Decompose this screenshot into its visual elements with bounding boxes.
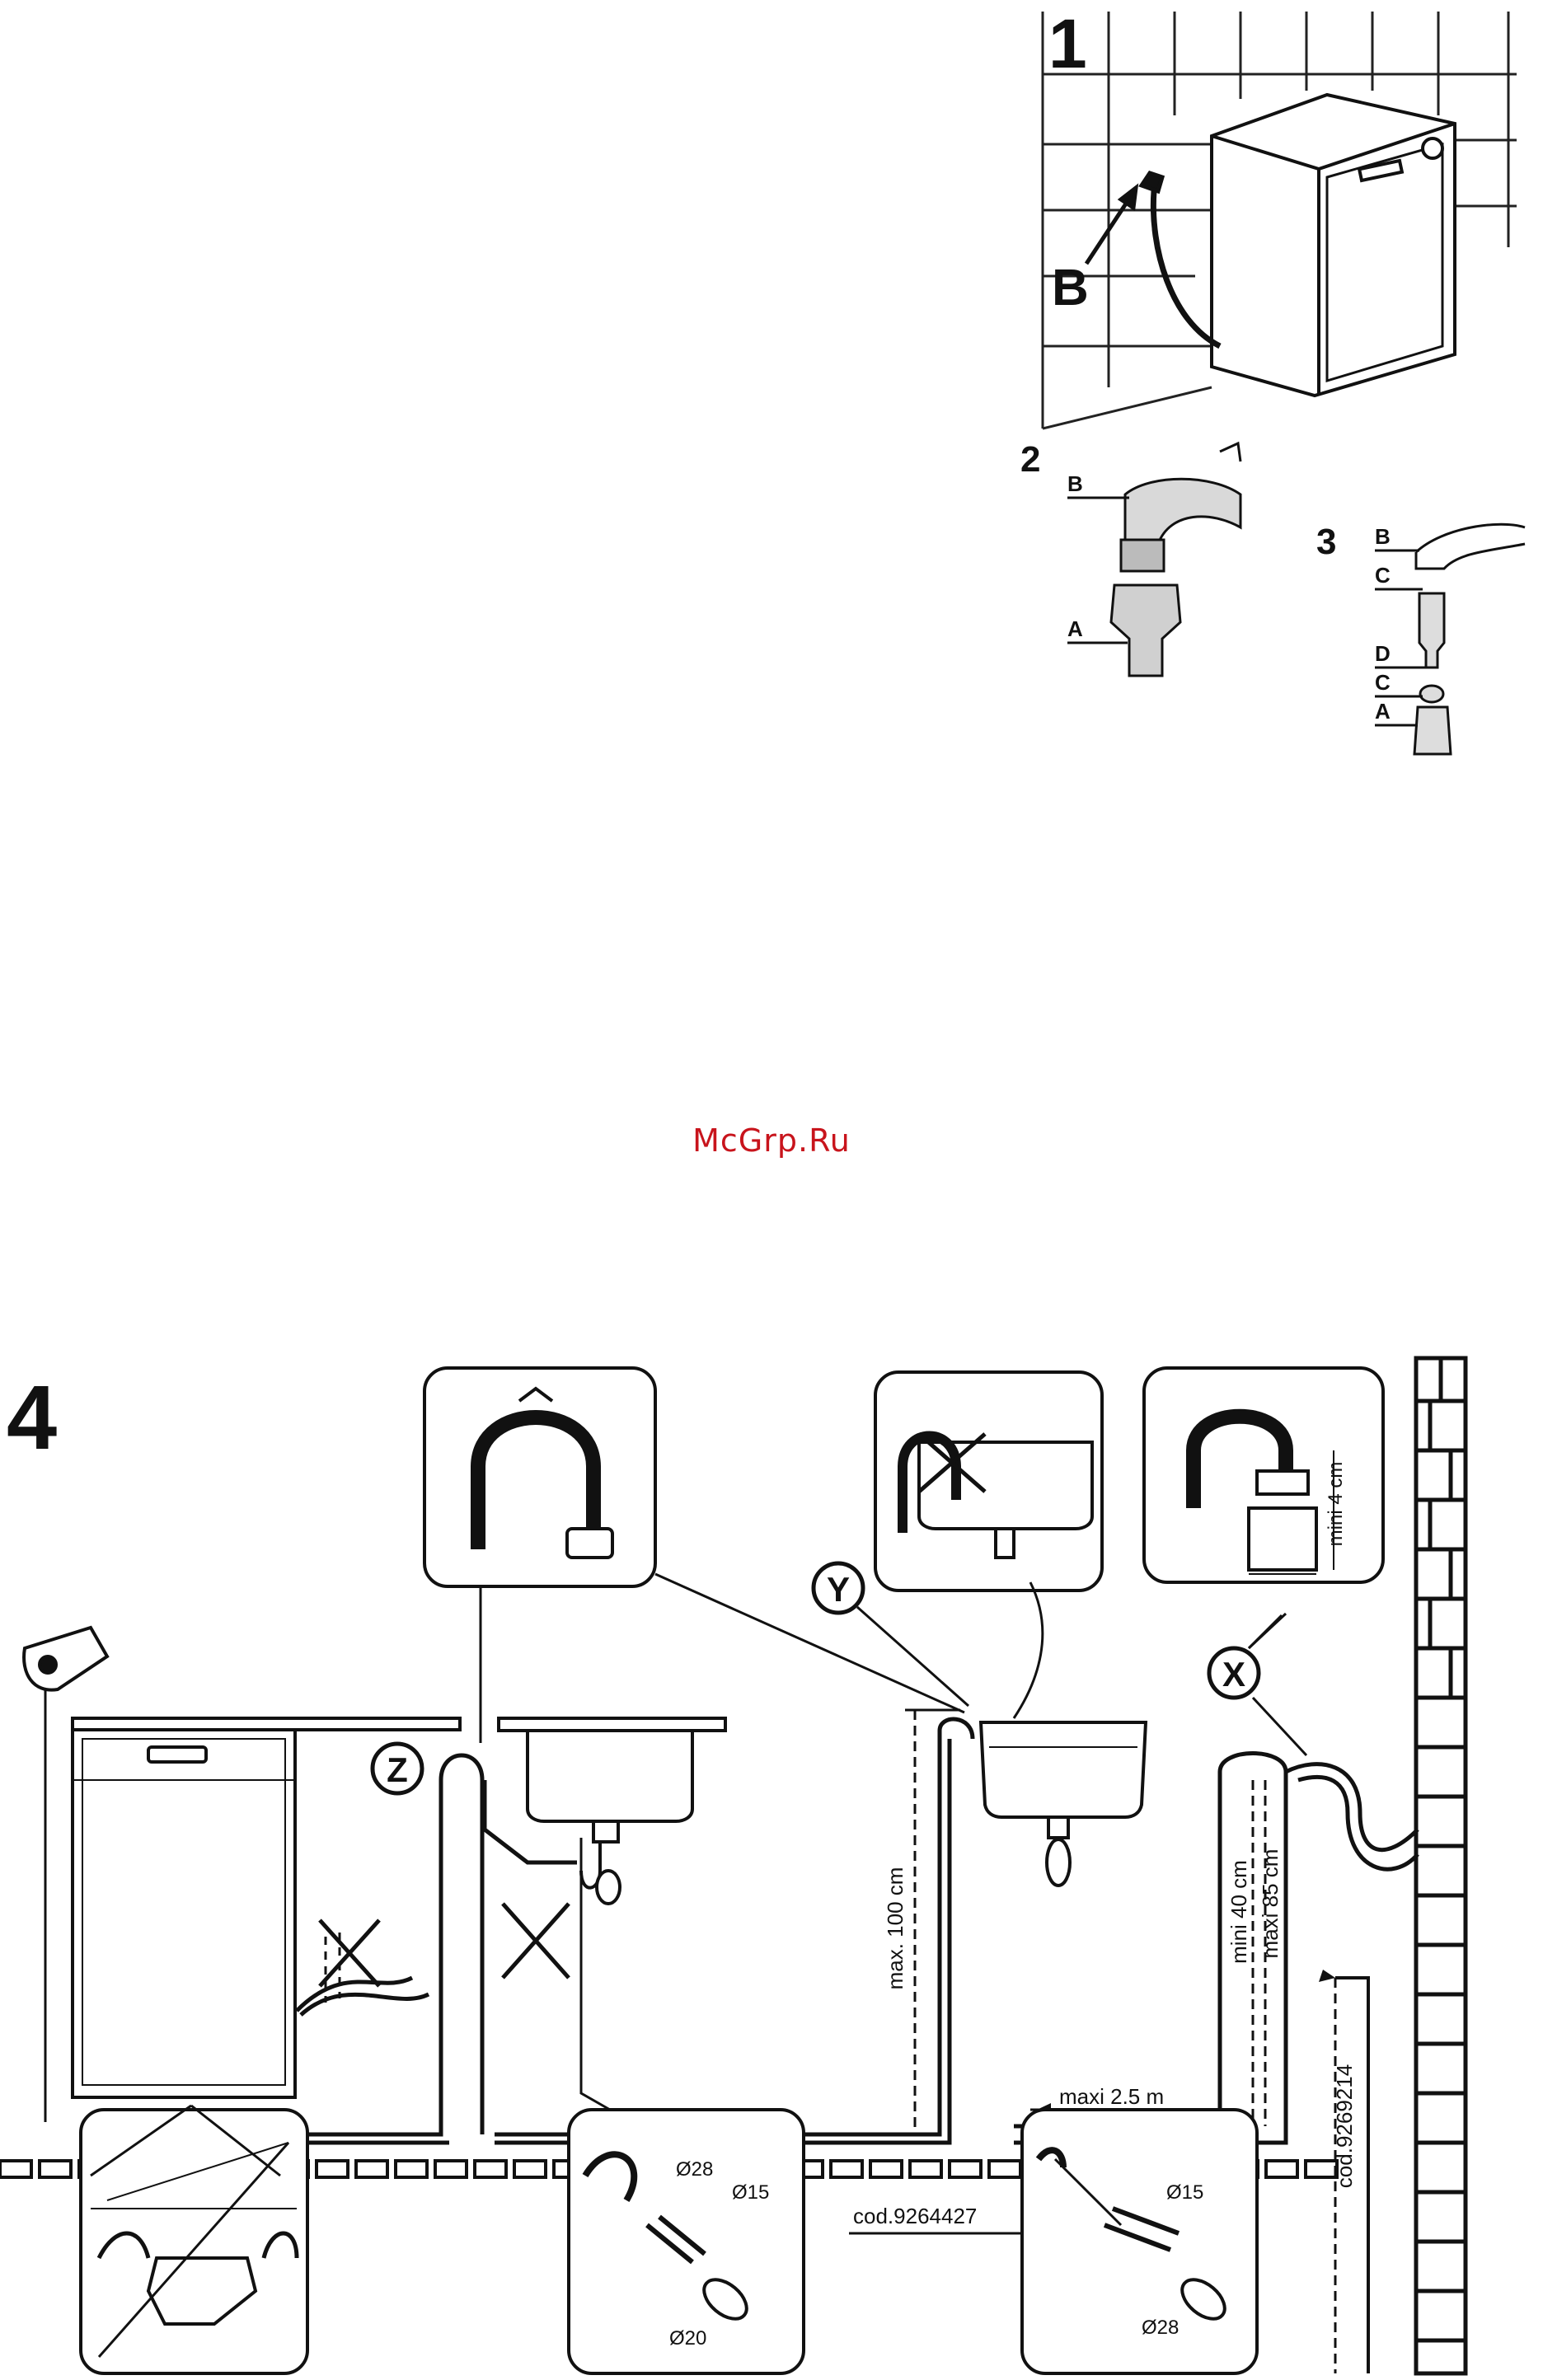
dim-max-100cm: max. 100 cm	[883, 1867, 908, 1990]
figure-2-label-a: A	[1067, 616, 1083, 641]
dim-mini-4cm: mini 4 cm	[1325, 1462, 1347, 1547]
marker-y: Y	[814, 1563, 863, 1613]
figure-3-label-b: B	[1375, 524, 1391, 549]
floor-tile	[831, 2161, 862, 2177]
figure-3-label-c-top: C	[1375, 563, 1391, 588]
floor-tile	[317, 2161, 348, 2177]
diameter-15-right: Ø15	[1166, 2181, 1203, 2204]
floor-tile	[950, 2161, 981, 2177]
floor-tile	[396, 2161, 427, 2177]
dim-maxi-2-5m: maxi 2.5 m	[1059, 2084, 1164, 2109]
floor-tile	[910, 2161, 941, 2177]
detail-inset-wrong-sink	[875, 1372, 1102, 1591]
floor-tile	[870, 2161, 902, 2177]
hose-end	[1414, 707, 1451, 754]
hand-and-tap	[1416, 524, 1525, 569]
hose-nut	[1111, 585, 1180, 676]
floor-tile	[40, 2161, 71, 2177]
marker-y-label: Y	[827, 1570, 850, 1609]
diameter-15-left: Ø15	[732, 2181, 769, 2204]
tap-thread	[1121, 540, 1164, 571]
brick-wall	[1416, 1358, 1466, 2373]
water-tap-and-hose	[1086, 173, 1220, 346]
floor-tile	[475, 2161, 506, 2177]
figure-3-label-d: D	[1375, 641, 1391, 666]
diameter-28-right: Ø28	[1142, 2317, 1179, 2339]
dishwasher	[73, 1722, 295, 2097]
detail-inset-feet-adjustment	[81, 2110, 307, 2373]
floor-tile	[989, 2161, 1020, 2177]
watermark: McGrp.Ru	[0, 1122, 1543, 1159]
countertop	[73, 1718, 725, 1731]
figure-3-label-a: A	[1375, 699, 1391, 724]
code-9264427: cod.9264427	[853, 2204, 977, 2228]
figure-3-number: 3	[1316, 522, 1336, 562]
figure-3-label-c-bottom: C	[1375, 670, 1391, 695]
diameter-20: Ø20	[669, 2327, 706, 2350]
figure-1-label-b: B	[1052, 260, 1089, 316]
figure-2-number: 2	[1020, 439, 1040, 480]
crossed-out-wrong-routing	[320, 1904, 569, 2003]
detail-inset-hose-curve	[424, 1368, 655, 1586]
appliance-box	[1212, 95, 1455, 396]
figure-2-label-b: B	[1067, 471, 1083, 496]
detail-inset-connector-b	[1022, 2110, 1257, 2373]
marker-x-label: X	[1222, 1655, 1245, 1694]
marker-z: Z	[373, 1744, 422, 1793]
figure-4-number: 4	[7, 1367, 57, 1469]
dim-mini-40cm: mini 40 cm	[1226, 1860, 1251, 1964]
figure-3-adapter-assembly: 3 B C D C A	[1316, 522, 1525, 754]
figure-4-drain-installation: 4	[0, 1358, 1466, 2373]
kitchen-sink	[528, 1731, 692, 1904]
diameter-28-left: Ø28	[676, 2158, 713, 2181]
figure-1-wall-connection: 1 B	[1043, 5, 1517, 429]
figure-2-thread-connection: 2 B A	[1020, 439, 1240, 676]
floor-tile	[356, 2161, 387, 2177]
figure-1-number: 1	[1048, 5, 1087, 82]
floor-tile	[514, 2161, 546, 2177]
adapter-body	[1419, 593, 1444, 668]
floor-tile	[435, 2161, 467, 2177]
code-9269214: cod.9269214	[1332, 2064, 1357, 2188]
tap-spout	[1125, 479, 1240, 544]
floor-tile	[1266, 2161, 1297, 2177]
floor-tile	[0, 2161, 31, 2177]
marker-z-label: Z	[387, 1750, 408, 1789]
marker-x: X	[1209, 1648, 1259, 1698]
dim-maxi-85cm: maxi 85 cm	[1258, 1849, 1283, 1959]
wash-basin	[981, 1722, 1146, 1886]
detail-inset-standpipe	[1144, 1368, 1383, 1582]
